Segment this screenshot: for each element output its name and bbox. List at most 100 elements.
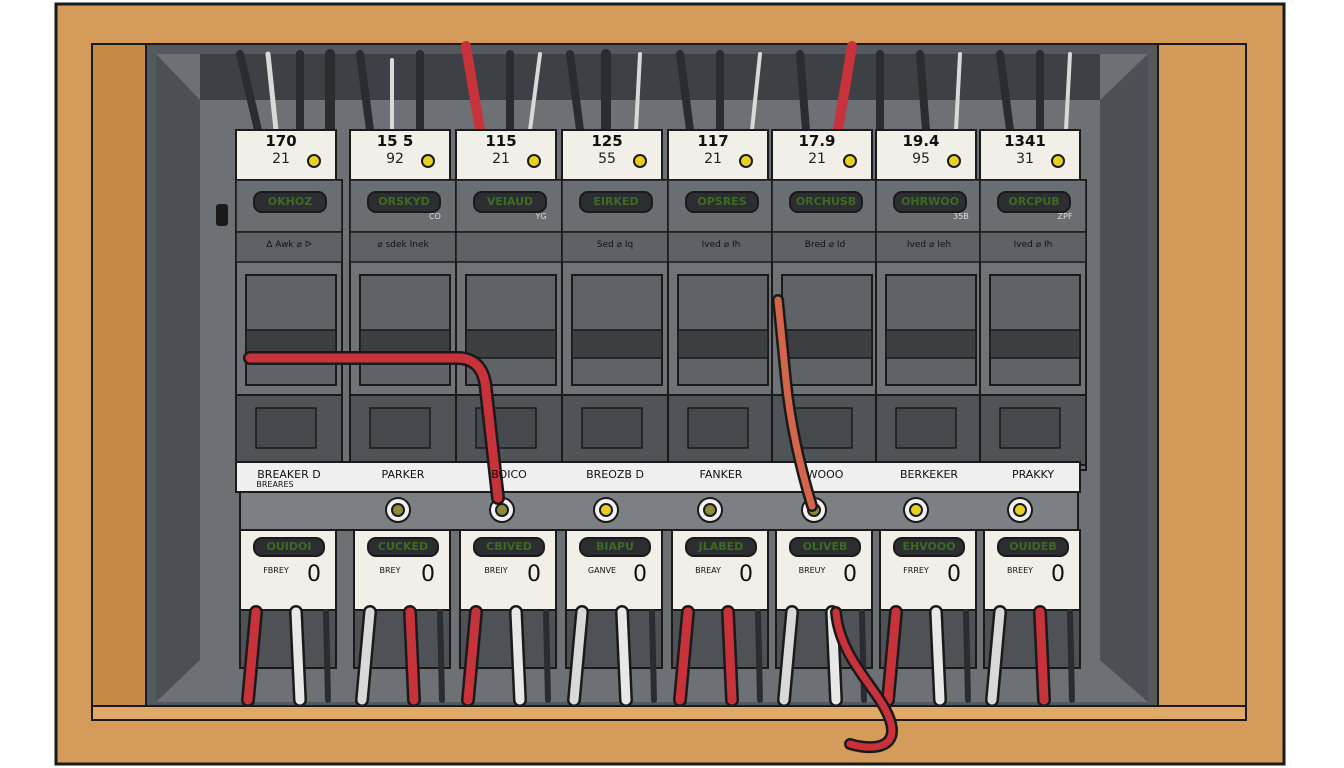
lower-module-label: OUIDOI bbox=[266, 540, 312, 553]
wire-dark bbox=[437, 609, 445, 703]
breaker-rating-bottom: 31 bbox=[1016, 152, 1034, 166]
breaker-rating-bottom: 95 bbox=[912, 152, 930, 166]
bottom-wires bbox=[241, 605, 1075, 754]
lower-label-pill bbox=[893, 537, 965, 557]
breaker-label: ORCHUSB bbox=[795, 195, 857, 208]
lower-modules bbox=[239, 529, 1081, 669]
lower-module-text: FRREY bbox=[903, 566, 929, 575]
breaker-description: Sed ⌀ Iq bbox=[596, 240, 634, 250]
lower-label-pill bbox=[997, 537, 1069, 557]
label-pill bbox=[253, 191, 327, 213]
label-pill bbox=[473, 191, 547, 213]
handle-slot bbox=[781, 329, 873, 359]
rating-label bbox=[771, 129, 873, 181]
lower-label-pill bbox=[473, 537, 545, 557]
lower-module-number: 0 bbox=[739, 564, 753, 586]
handle-slot bbox=[989, 329, 1081, 359]
wire-dark bbox=[649, 609, 657, 703]
handle-slot bbox=[465, 329, 557, 359]
indicator-light bbox=[599, 503, 613, 517]
rating-label bbox=[875, 129, 977, 181]
wire-dark bbox=[323, 609, 331, 703]
wire bbox=[723, 607, 737, 705]
lower-module-text: BREEY bbox=[1006, 566, 1034, 575]
busbar-label: PRAKKY bbox=[1011, 469, 1055, 481]
breaker-description: ᐃ Awk ⌀ ᐅ bbox=[266, 240, 312, 250]
breaker-rating-top: 15 5 bbox=[376, 134, 414, 149]
wire bbox=[931, 607, 945, 705]
breaker-rating-bottom: 92 bbox=[386, 152, 404, 166]
busbar-label: BOICO bbox=[491, 469, 527, 481]
top-wires bbox=[236, 41, 1072, 135]
indicator-light bbox=[909, 503, 923, 517]
lower-module-number: 0 bbox=[633, 564, 647, 586]
breaker-label: OHRWOO bbox=[901, 195, 959, 208]
label-pill bbox=[997, 191, 1071, 213]
lower-module-text: BREY bbox=[379, 566, 401, 575]
lower-label-pill bbox=[253, 537, 325, 557]
label-pill bbox=[579, 191, 653, 213]
mechanism-inner bbox=[895, 407, 957, 449]
breaker-description: Ived ⌀ Ih bbox=[1013, 240, 1053, 250]
breaker-label: VEIAUD bbox=[486, 195, 534, 208]
status-dot bbox=[527, 154, 541, 168]
wire bbox=[243, 607, 261, 705]
lower-module-text: BREUY bbox=[798, 566, 826, 575]
wire-dark bbox=[1067, 609, 1075, 703]
wire bbox=[675, 607, 693, 705]
busbar-label: PARKER bbox=[381, 469, 425, 481]
lower-label-pill bbox=[367, 537, 439, 557]
lower-module-number: 0 bbox=[947, 564, 961, 586]
mechanism-inner bbox=[999, 407, 1061, 449]
mechanism-inner bbox=[369, 407, 431, 449]
breaker-rating-top: 17.9 bbox=[798, 134, 836, 149]
busbar bbox=[235, 461, 1081, 531]
label-pill bbox=[367, 191, 441, 213]
desc-band bbox=[349, 231, 457, 263]
mechanism-inner bbox=[581, 407, 643, 449]
rating-label bbox=[235, 129, 337, 181]
breaker-rating-bottom: 55 bbox=[598, 152, 616, 166]
indicator-light bbox=[495, 503, 509, 517]
breaker-rating-top: 115 bbox=[485, 134, 517, 149]
rating-label bbox=[349, 129, 451, 181]
busbar-label: BREOZB D bbox=[586, 469, 644, 481]
lower-label-pill bbox=[579, 537, 651, 557]
handle-slot bbox=[571, 329, 663, 359]
breaker-sublabel: YG bbox=[535, 212, 547, 221]
lower-module-number: 0 bbox=[527, 564, 541, 586]
breaker-sublabel: CO bbox=[429, 212, 441, 221]
busbar-label: BREAKER D bbox=[257, 469, 321, 481]
wire bbox=[463, 607, 481, 705]
desc-band bbox=[667, 231, 775, 263]
breaker-rating-bottom: 21 bbox=[272, 152, 290, 166]
red-jumper-wires bbox=[243, 294, 818, 512]
breaker-rating-top: 125 bbox=[591, 134, 623, 149]
breaker-sublabel: 35B bbox=[953, 212, 969, 221]
breaker-sublabel: ZPF bbox=[1057, 212, 1073, 221]
breaker-rating-top: 170 bbox=[265, 134, 297, 149]
breaker-description: Ived ⌀ Ih bbox=[701, 240, 741, 250]
breaker-description: Bred ⌀ Id bbox=[804, 240, 846, 250]
lower-module-label: CBIVED bbox=[486, 540, 532, 553]
breaker-label: OKHOZ bbox=[267, 195, 313, 208]
indicator-lights bbox=[385, 497, 1033, 523]
wire-dark bbox=[543, 609, 551, 703]
breaker-rating-top: 19.4 bbox=[902, 134, 940, 149]
status-dot bbox=[307, 154, 321, 168]
breaker-rating-bottom: 21 bbox=[492, 152, 510, 166]
lower-module-label: EHVOOO bbox=[902, 540, 956, 553]
breaker-rating-bottom: 21 bbox=[704, 152, 722, 166]
busbar-label-extra: BREARES bbox=[256, 480, 294, 489]
rating-label bbox=[979, 129, 1081, 181]
breaker-label: ORCPUB bbox=[1008, 195, 1060, 208]
handle-slot bbox=[885, 329, 977, 359]
wire bbox=[569, 607, 587, 705]
lower-label-pill bbox=[789, 537, 861, 557]
lower-module-number: 0 bbox=[1051, 564, 1065, 586]
lower-module-label: JLABED bbox=[698, 540, 744, 553]
indicator-light bbox=[1013, 503, 1027, 517]
breaker-rating-top: 1341 bbox=[1004, 134, 1046, 149]
lower-module-text: BREIY bbox=[484, 566, 508, 575]
lower-module-number: 0 bbox=[843, 564, 857, 586]
